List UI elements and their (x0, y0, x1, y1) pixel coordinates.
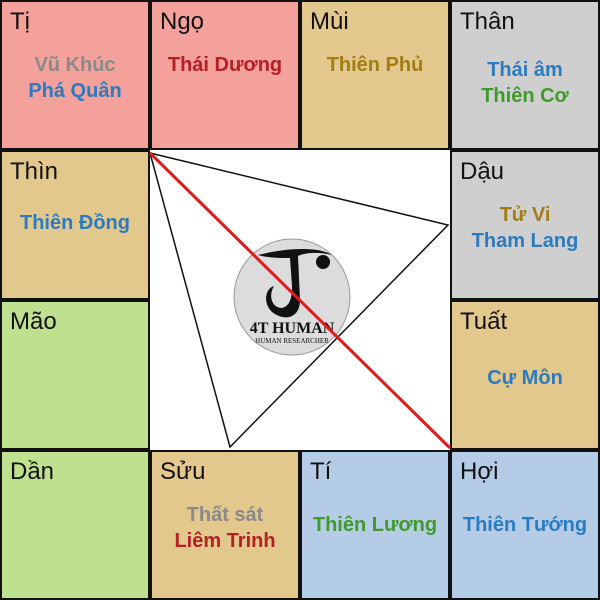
star-name: Vũ Khúc (34, 54, 116, 76)
logo-subtitle: HUMAN RESEARCHER (255, 337, 329, 345)
star-name: Thái Dương (167, 54, 283, 76)
palace-name: Mão (10, 308, 57, 335)
palace-name: Mùi (310, 8, 349, 35)
star-name: Thiên Tướng (462, 514, 588, 536)
palace-name: Hợi (460, 458, 499, 485)
palace-dau: Dậu Tử Vi Tham Lang (450, 150, 600, 300)
star-name: Tham Lang (471, 230, 579, 252)
star-name: Thiên Đồng (20, 212, 130, 234)
palace-hoi: Hợi Thiên Tướng (450, 450, 600, 600)
star-list: Thiên Tướng (452, 512, 598, 538)
palace-than: Thân Thái âm Thiên Cơ (450, 0, 600, 150)
palace-thin: Thìn Thiên Đồng (0, 150, 150, 300)
palace-name: Tí (310, 458, 332, 485)
aspect-triangle (148, 151, 450, 449)
star-list: Cự Môn (452, 365, 598, 391)
palace-name: Tuất (460, 308, 508, 335)
logo-title: 4T HUMAN (250, 320, 335, 337)
palace-name: Dậu (460, 158, 505, 185)
star-name: Liêm Trinh (174, 530, 276, 552)
star-list: Thiên Đồng (2, 210, 148, 236)
star-list: Thiên Lương (302, 512, 448, 538)
palace-ti-bottom: Tí Thiên Lương (300, 450, 450, 600)
opposition-line (148, 151, 452, 450)
logo-figure-icon (258, 248, 332, 318)
palace-name: Thìn (10, 158, 59, 185)
star-name: Thất sát (186, 504, 264, 526)
star-name: Cự Môn (487, 367, 563, 389)
star-list: Tử Vi Tham Lang (452, 202, 598, 254)
palace-name: Dần (10, 458, 55, 485)
star-list: Thái Dương (152, 52, 298, 78)
star-name: Tử Vi (499, 204, 551, 226)
star-name: Phá Quân (28, 80, 122, 102)
palace-ngo: Ngọ Thái Dương (150, 0, 300, 150)
star-name: Thiên Lương (312, 514, 438, 536)
star-name: Thiên Phủ (326, 54, 424, 76)
palace-tuat: Tuất Cự Môn (450, 300, 600, 450)
palace-name: Tị (10, 8, 30, 35)
star-name: Thiên Cơ (481, 85, 569, 107)
star-list: Thái âm Thiên Cơ (452, 57, 598, 109)
palace-name: Sửu (160, 458, 206, 485)
palace-mui: Mùi Thiên Phủ (300, 0, 450, 150)
palace-name: Thân (460, 8, 515, 35)
star-list: Thiên Phủ (302, 52, 448, 78)
star-name: Thái âm (487, 59, 563, 81)
palace-dan: Dần (0, 450, 150, 600)
palace-name: Ngọ (160, 8, 205, 35)
